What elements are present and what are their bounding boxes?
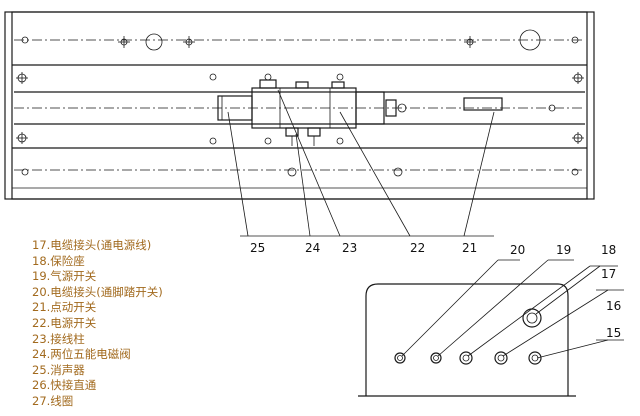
callout-21: 21 bbox=[462, 241, 477, 255]
jog-switch-slot bbox=[463, 97, 503, 111]
legend-item: 24.两位五能电磁阀 bbox=[32, 347, 131, 362]
legend-item: 20.电缆接头(通脚踏开关) bbox=[32, 284, 163, 299]
panel-leader-lines bbox=[401, 259, 624, 359]
callout-23: 23 bbox=[342, 241, 357, 255]
legend-item: 19.气源开关 bbox=[32, 269, 97, 284]
callout-17: 17 bbox=[601, 267, 616, 281]
callout-25: 25 bbox=[250, 241, 265, 255]
callout-24: 24 bbox=[305, 241, 320, 255]
callout-15: 15 bbox=[606, 326, 621, 340]
callout-16: 16 bbox=[606, 299, 621, 313]
base-plate bbox=[4, 11, 595, 200]
callout-18: 18 bbox=[601, 243, 616, 257]
legend-item: 22.电源开关 bbox=[32, 315, 97, 330]
legend-item: 25.消声器 bbox=[32, 362, 85, 377]
legend-item: 18.保险座 bbox=[32, 253, 85, 268]
callout-20: 20 bbox=[510, 243, 525, 257]
callout-22: 22 bbox=[410, 241, 425, 255]
legend-item: 21.点动开关 bbox=[32, 300, 97, 315]
parts-legend: 17.电缆接头(通电源线) 18.保险座 19.气源开关 20.电缆接头(通脚踏… bbox=[32, 238, 262, 410]
solenoid-valve-assembly bbox=[217, 79, 397, 146]
legend-item: 23.接线柱 bbox=[32, 331, 85, 346]
legend-item: 26.快接直通 bbox=[32, 378, 97, 393]
legend-item: 17.电缆接头(通电源线) bbox=[32, 238, 152, 252]
callout-19: 19 bbox=[556, 243, 571, 257]
top-leader-lines bbox=[227, 89, 495, 237]
mounting-holes bbox=[16, 29, 584, 177]
legend-item: 27.线圈 bbox=[32, 393, 74, 408]
